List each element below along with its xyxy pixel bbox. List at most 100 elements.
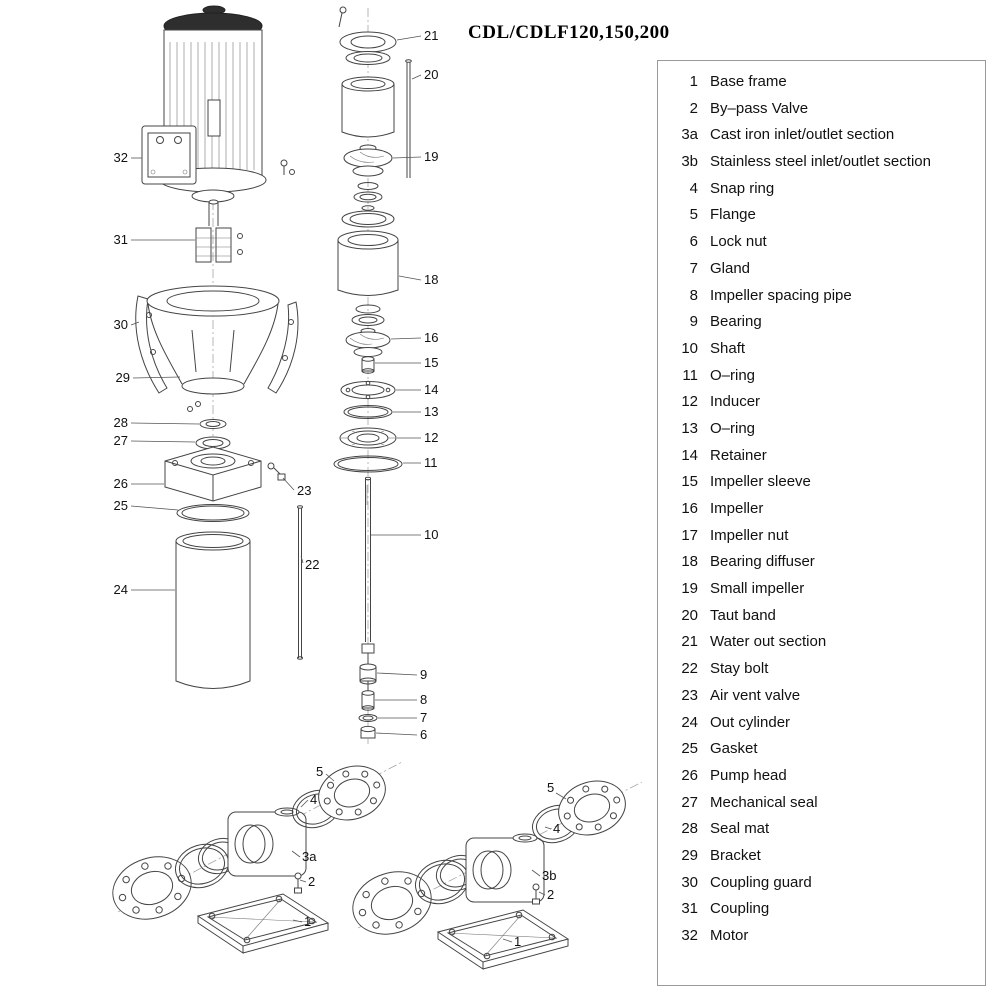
part-number: 6 [689,233,698,251]
taut-band-drawing [341,76,395,138]
parts-list-row: 31 Coupling [658,900,985,927]
stay-bolt-drawing [297,505,303,660]
part-name: By–pass Valve [710,99,809,117]
part-name: Cast iron inlet/outlet section [710,126,895,144]
parts-list-row: 30 Coupling guard [658,874,985,901]
impeller-drawing [345,328,391,357]
part-number: 16 [681,500,698,517]
callout-28: 28 [114,415,128,430]
callout-5-left: 5 [316,764,323,779]
callout-30: 30 [114,317,128,332]
part-name: Stainless steel inlet/outlet section [710,153,931,171]
gland-drawing [358,714,378,722]
callout-8: 8 [420,692,427,707]
part-name: O–ring [710,366,756,384]
part-number: 12 [681,393,698,411]
part-number: 29 [681,846,698,864]
mechanical-seal-drawing [187,401,231,450]
callout-2-left: 2 [308,874,315,889]
part-name: Seal mat [710,820,770,838]
parts-list-row: 28 Seal mat [658,820,985,847]
callout-5-right: 5 [547,780,554,795]
seal-mat-drawing [199,419,227,429]
impeller-sleeve-drawing [361,356,375,374]
callout-32: 32 [114,150,128,165]
part-number: 31 [681,900,698,918]
callout-3b: 3b [542,868,556,883]
part-name: Impeller [710,500,764,517]
air-vent-valve-drawing [267,462,286,481]
part-number: 2 [689,99,698,117]
part-name: Coupling guard [710,873,812,891]
part-number: 9 [689,313,698,331]
callout-11: 11 [424,455,438,470]
parts-list-row: 2 By–pass Valve [658,100,985,127]
base-frame-left-drawing [196,893,330,954]
part-number: 5 [689,206,698,224]
part-name: Lock nut [710,233,767,251]
callout-16: 16 [424,330,438,345]
part-name: Bearing [710,313,762,331]
part-name: Base frame [710,73,787,90]
diagram-title: CDL/CDLF120,150,200 [468,22,670,43]
part-number: 26 [681,766,698,784]
pump-head-drawing [164,446,262,502]
callout-1-left: 1 [304,914,311,929]
part-name: Coupling [710,900,770,918]
part-number: 10 [681,339,698,357]
callout-labels: 32 31 30 29 28 27 26 25 24 23 22 21 20 1… [114,28,561,949]
callout-4-left: 4 [310,792,317,807]
parts-list-row: 6 Lock nut [658,233,985,260]
part-name: Shaft [710,339,746,357]
part-number: 4 [689,179,698,197]
part-number: 30 [681,873,698,891]
callout-26: 26 [114,476,128,491]
terminal-box-drawing [141,125,197,185]
bypass-valve-left-drawing [294,872,302,894]
part-name: Impeller nut [710,526,789,544]
part-name: Gasket [710,740,758,758]
bearing-drawing [359,663,377,685]
part-number: 28 [681,820,698,838]
callout-25: 25 [114,498,128,513]
callout-27: 27 [114,433,128,448]
part-name: O–ring [710,419,756,437]
small-impeller-drawing [343,144,393,177]
callout-20: 20 [424,67,438,82]
part-name: Air vent valve [710,686,801,704]
part-name: Taut band [710,606,776,624]
part-number: 7 [689,259,698,277]
parts-list-row: 9 Bearing [658,313,985,340]
inducer-drawing [339,427,397,449]
callout-23: 23 [297,483,311,498]
callout-2-right: 2 [547,887,554,902]
part-number: 25 [681,740,698,758]
bypass-valve-right-drawing [532,883,540,905]
part-name: Bearing diffuser [710,553,815,571]
part-name: Small impeller [710,580,805,598]
part-number: 18 [681,553,698,571]
part-number: 23 [681,686,698,704]
o-ring-11-drawing [333,455,403,473]
callout-24: 24 [114,582,128,597]
lock-nut-drawing [360,725,376,739]
callout-3a: 3a [302,849,317,864]
callout-12: 12 [424,430,438,445]
part-number: 21 [681,633,698,651]
parts-list-row: 18 Bearing diffuser [658,553,985,580]
part-number: 20 [681,606,698,624]
part-name: Impeller spacing pipe [710,286,852,304]
part-number: 24 [681,713,698,731]
